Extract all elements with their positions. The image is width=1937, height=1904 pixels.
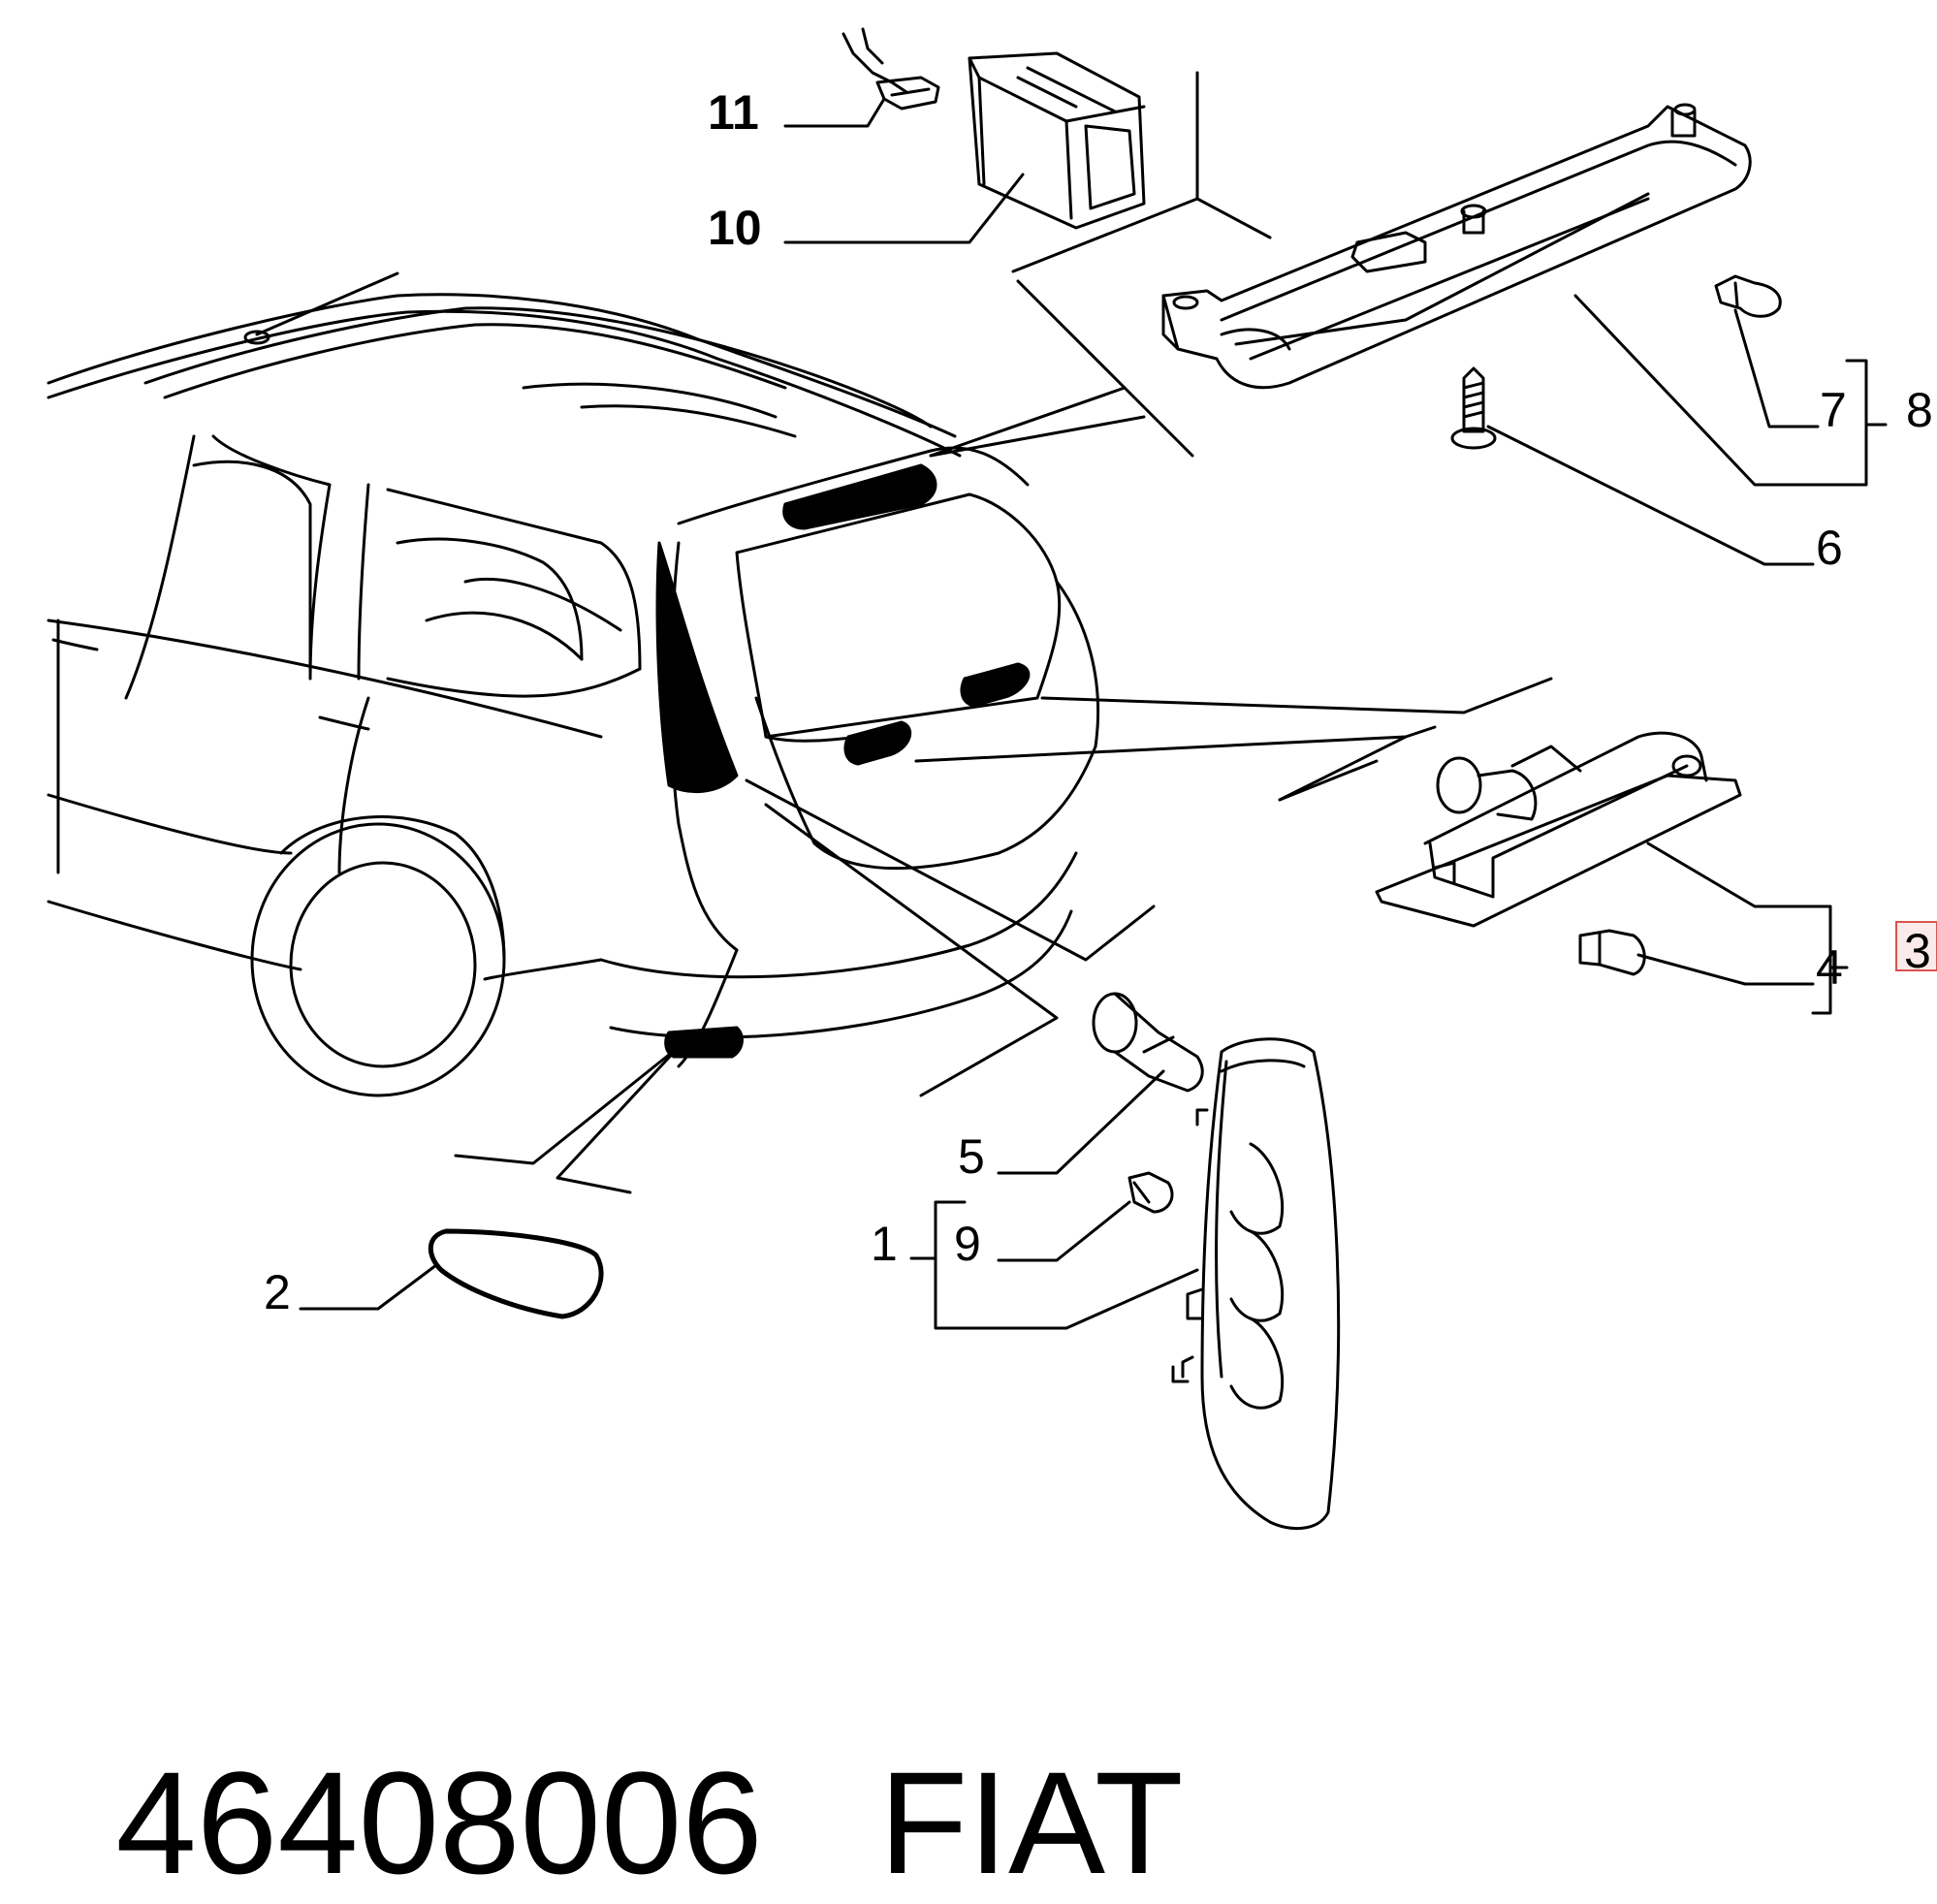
callout-10: 10 [708,201,762,255]
part-5-bulb [997,992,1204,1175]
part-1-tail-lamp [909,1037,1341,1531]
callout-labels: 11 10 8 7 6 3 4 5 1 9 2 [264,85,1933,1319]
callout-4: 4 [1816,940,1843,995]
car-body [47,271,1100,1097]
brand-name: FIAT [878,1741,1184,1904]
part-8-stop-lamp [1161,103,1888,487]
part-2-reflector [299,1228,604,1319]
callout-2: 2 [264,1265,291,1319]
part-7-bulb [1714,274,1820,428]
callout-5: 5 [958,1129,985,1184]
callout-11: 11 [708,85,759,140]
part-10-connector [783,51,1146,244]
callout-8: 8 [1906,383,1933,437]
part-11-terminal [783,27,940,128]
part-9-bulb [997,1171,1174,1262]
callout-1: 1 [871,1217,898,1271]
caption: 46408006 FIAT [35,1604,1184,1904]
exploded-view-drawing: 11 10 8 7 6 3 4 5 1 9 2 [47,27,1937,1531]
part-6-screw [1450,366,1815,566]
leader-lines [454,71,1553,1194]
callout-9: 9 [954,1217,981,1271]
callout-3: 3 [1904,924,1931,978]
highlight-box [1895,921,1937,971]
part-3-license-lamp [1375,731,1849,1015]
part-4-bulb [1578,929,1815,986]
callout-6: 6 [1816,521,1843,575]
part-number: 46408006 [115,1741,763,1904]
callout-7: 7 [1820,383,1847,437]
